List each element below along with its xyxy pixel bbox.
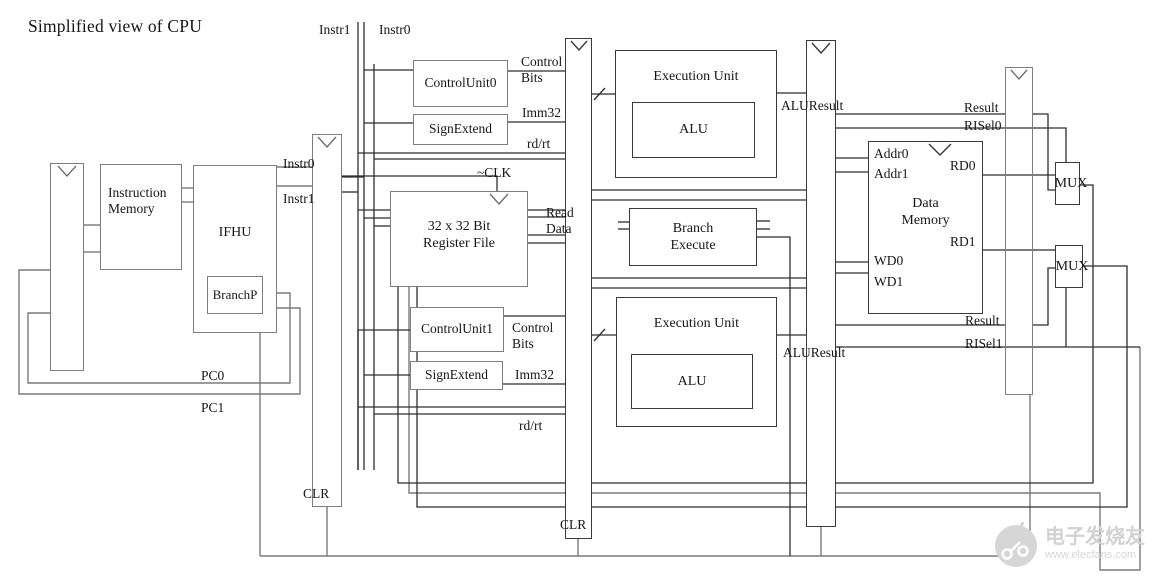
wire-label-read-data: Read Data bbox=[546, 205, 574, 236]
wire-label-control-bits0: Control Bits bbox=[521, 54, 563, 85]
control-unit1-box: ControlUnit1 bbox=[410, 307, 504, 352]
bus-width-slash-icon bbox=[593, 87, 606, 101]
execution-unit1-label: Execution Unit bbox=[653, 316, 740, 331]
pipeline-register-idex bbox=[565, 38, 592, 539]
port-label-rd0: RD0 bbox=[950, 158, 976, 173]
data-memory-label: Data Memory bbox=[901, 196, 950, 229]
latch-chevron-icon bbox=[317, 136, 337, 149]
watermark-name: 电子发烧友 bbox=[1045, 526, 1145, 548]
sign-extend0-box: SignExtend bbox=[413, 114, 508, 145]
control-unit1-label: ControlUnit1 bbox=[420, 321, 493, 337]
register-file-box: 32 x 32 Bit Register File bbox=[390, 191, 528, 287]
branchp-box: BranchP bbox=[207, 276, 263, 314]
port-label-addr0: Addr0 bbox=[874, 146, 909, 161]
latch-chevron-icon bbox=[928, 143, 952, 156]
alu1-box: ALU bbox=[631, 354, 753, 409]
wire-label-instr1-top: Instr1 bbox=[319, 22, 351, 37]
instruction-memory-box: Instruction Memory bbox=[100, 164, 182, 270]
branchp-label: BranchP bbox=[212, 287, 258, 303]
page-title: Simplified view of CPU bbox=[28, 16, 203, 36]
wire-label-imm32-1: Imm32 bbox=[515, 367, 554, 382]
branch-execute-label: Branch Execute bbox=[670, 220, 716, 253]
mux1-label: MUX bbox=[1055, 258, 1089, 274]
port-label-wd0: WD0 bbox=[874, 253, 904, 268]
latch-chevron-icon bbox=[489, 193, 509, 206]
wire-label-instr0-mid: Instr0 bbox=[283, 156, 315, 171]
wire-label-aluresult0: ALUResult bbox=[781, 98, 844, 113]
mux1-box: MUX bbox=[1055, 245, 1088, 288]
pc-register bbox=[50, 163, 84, 371]
pipeline-register-exmem bbox=[806, 40, 836, 527]
branch-execute-box: Branch Execute bbox=[629, 208, 757, 266]
watermark: 电子发烧友 www.elecfans.com bbox=[993, 518, 1145, 570]
alu1-label: ALU bbox=[677, 373, 707, 389]
latch-chevron-icon bbox=[57, 165, 77, 178]
register-file-label: 32 x 32 Bit Register File bbox=[423, 219, 495, 252]
wire-label-risel1: RISel1 bbox=[965, 336, 1003, 351]
wire-label-result1: Result bbox=[965, 313, 1000, 328]
execution-unit0-label: Execution Unit bbox=[653, 69, 739, 84]
data-memory-box: Data Memory bbox=[868, 141, 983, 314]
wire-label-pc0: PC0 bbox=[201, 368, 225, 383]
bus-width-slash-icon bbox=[593, 328, 606, 342]
wire-label-rdrt0: rd/rt bbox=[527, 136, 551, 151]
pipeline-register-memwb bbox=[1005, 67, 1033, 395]
port-label-addr1: Addr1 bbox=[874, 166, 909, 181]
wire-label-rdrt1: rd/rt bbox=[519, 418, 543, 433]
alu0-box: ALU bbox=[632, 102, 755, 158]
ifhu-label: IFHU bbox=[218, 225, 252, 240]
port-label-wd1: WD1 bbox=[874, 274, 904, 289]
port-label-rd1: RD1 bbox=[950, 234, 976, 249]
sign-extend1-label: SignExtend bbox=[425, 367, 488, 383]
wire-label-imm32-0: Imm32 bbox=[522, 105, 561, 120]
watermark-site: www.elecfans.com bbox=[1045, 549, 1137, 561]
alu0-label: ALU bbox=[679, 122, 708, 138]
mux0-box: MUX bbox=[1055, 162, 1087, 205]
pipeline-register-ifid bbox=[312, 134, 342, 507]
wire-label-pc1: PC1 bbox=[201, 400, 225, 415]
wire-label-aluresult1: ALUResult bbox=[783, 345, 846, 360]
latch-chevron-icon bbox=[1010, 69, 1028, 81]
wire-label-instr1-mid: Instr1 bbox=[283, 191, 315, 206]
instruction-memory-label: Instruction Memory bbox=[108, 185, 167, 217]
latch-chevron-icon bbox=[811, 42, 831, 55]
latch-chevron-icon bbox=[569, 40, 588, 52]
sign-extend1-box: SignExtend bbox=[410, 361, 503, 390]
elecfans-logo-icon bbox=[995, 521, 1037, 567]
control-unit0-box: ControlUnit0 bbox=[413, 60, 508, 107]
sign-extend0-label: SignExtend bbox=[429, 121, 492, 137]
wire-label-clr1: CLR bbox=[560, 517, 587, 532]
wire-label-control-bits1: Control Bits bbox=[512, 320, 554, 351]
wire-label-clr0: CLR bbox=[303, 486, 330, 501]
wire-label-instr0-top: Instr0 bbox=[379, 22, 411, 37]
wire-label-risel0: RISel0 bbox=[964, 118, 1002, 133]
wire-label-result0: Result bbox=[964, 100, 999, 115]
control-unit0-label: ControlUnit0 bbox=[424, 75, 497, 91]
wire-label-nclk: ~CLK bbox=[477, 165, 512, 180]
mux0-label: MUX bbox=[1054, 175, 1088, 191]
